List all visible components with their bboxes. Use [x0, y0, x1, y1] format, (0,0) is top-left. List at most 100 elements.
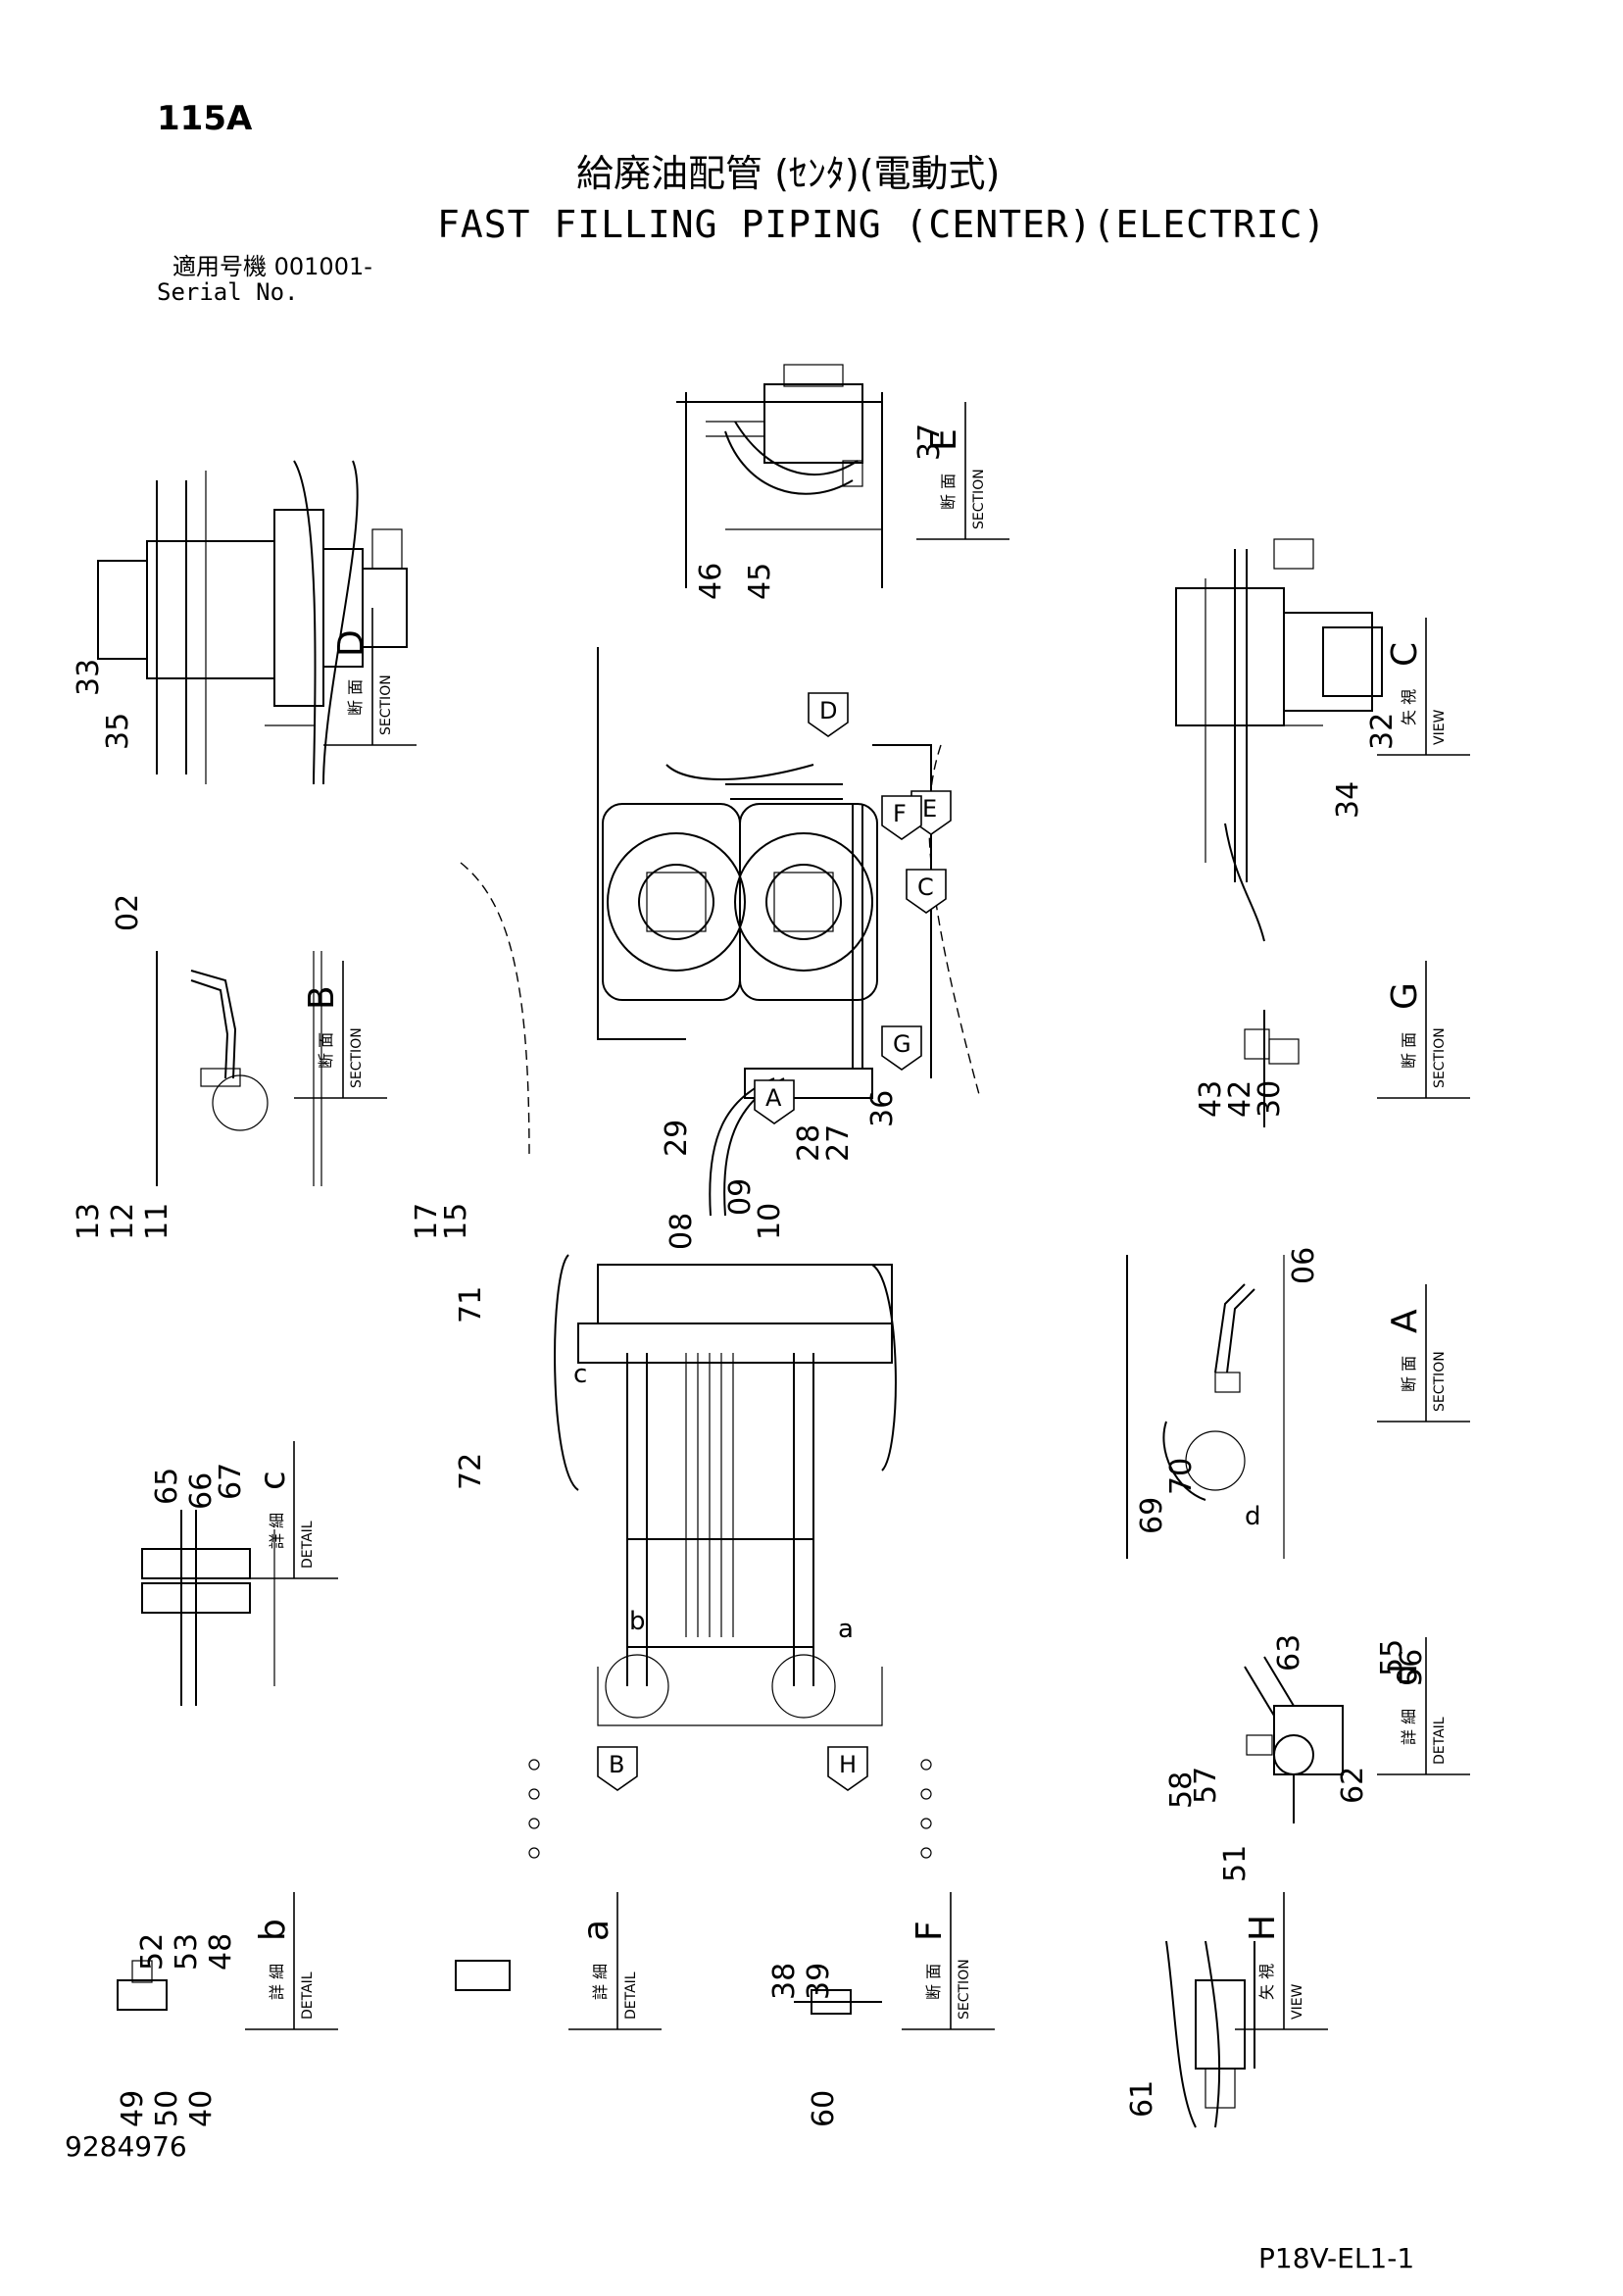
- part-callout: 29: [660, 1120, 694, 1157]
- view-kind-japanese: 断 面: [1400, 1356, 1418, 1392]
- view-letter: C: [1385, 642, 1425, 667]
- section-e-drawing: [676, 364, 883, 588]
- view-label-D: 断 面 SECTION D: [323, 608, 417, 746]
- view-kind-japanese: 詳 細: [268, 1513, 286, 1549]
- view-kind-english: DETAIL: [300, 1972, 316, 2020]
- detail-a-drawing: [455, 1960, 511, 1991]
- view-c-drawing: [1175, 538, 1383, 942]
- part-callout: 34: [1331, 781, 1365, 819]
- arrow-marker-letter: B: [609, 1751, 624, 1778]
- part-callout: 71: [454, 1286, 488, 1323]
- view-kind-japanese: 断 面: [924, 1964, 943, 2000]
- view-kind-japanese: 詳 細: [1400, 1709, 1418, 1745]
- view-letter: D: [331, 629, 371, 657]
- view-kind-japanese: 矢 視: [1257, 1964, 1276, 2000]
- sheet-id: P18V-EL1-1: [1258, 2242, 1415, 2274]
- part-callout: 66: [184, 1472, 219, 1510]
- view-kind-japanese: 矢 視: [1400, 689, 1418, 725]
- view-kind-japanese: 断 面: [346, 679, 365, 716]
- view-letter: E: [924, 428, 964, 451]
- arrow-marker-letter: G: [893, 1030, 911, 1058]
- part-callout: 35: [101, 713, 135, 750]
- part-callout: 08: [664, 1213, 699, 1250]
- part-callout: 27: [821, 1124, 856, 1162]
- part-callout: 17: [410, 1203, 444, 1240]
- view-kind-japanese: 断 面: [939, 474, 958, 510]
- part-callout: 51: [1218, 1845, 1253, 1882]
- view-kind-english: SECTION: [378, 674, 394, 735]
- arrow-marker-letter: F: [893, 800, 907, 827]
- arrow-marker-A: A: [754, 1079, 795, 1124]
- view-kind-english: SECTION: [1432, 1351, 1448, 1412]
- view-letter: d: [1385, 1664, 1425, 1686]
- view-kind-japanese: 断 面: [1400, 1032, 1418, 1069]
- detail-marker-b: b: [629, 1607, 646, 1636]
- part-callout: 06: [1287, 1247, 1321, 1284]
- view-label-C: 矢 視 VIEW C: [1377, 618, 1470, 756]
- part-callout: 38: [767, 1963, 802, 2000]
- arrow-marker-letter: E: [922, 795, 937, 823]
- serial-label-english: Serial No.: [157, 278, 299, 306]
- part-callout: 11: [140, 1203, 174, 1240]
- part-callout: 52: [135, 1933, 170, 1971]
- section-g-drawing: [1244, 1010, 1300, 1127]
- arrow-marker-G: G: [881, 1025, 922, 1071]
- part-callout: 40: [184, 2090, 219, 2127]
- part-callout: 55: [1375, 1639, 1409, 1676]
- document-number: 9284976: [65, 2130, 187, 2163]
- page-number: 115A: [157, 99, 253, 138]
- detail-c-drawing: [141, 1510, 275, 1706]
- view-kind-english: VIEW: [1432, 709, 1448, 745]
- view-kind-english: SECTION: [1432, 1027, 1448, 1088]
- part-callout: 46: [694, 563, 728, 600]
- view-letter: b: [253, 1919, 293, 1941]
- arrow-marker-F: F: [881, 795, 922, 840]
- title-english: FAST FILLING PIPING (CENTER)(ELECTRIC): [437, 203, 1327, 246]
- view-kind-english: DETAIL: [300, 1521, 316, 1569]
- part-callout: 43: [1194, 1080, 1228, 1118]
- detail-marker-a: a: [838, 1615, 854, 1644]
- part-callout: 13: [72, 1203, 106, 1240]
- part-callout: 53: [170, 1933, 204, 1971]
- serial-label-japanese: 適用号機 001001-: [172, 253, 372, 280]
- part-callout: 12: [106, 1203, 140, 1240]
- part-callout: 42: [1223, 1080, 1257, 1118]
- detail-marker-d: d: [1245, 1502, 1261, 1531]
- part-callout: 65: [150, 1468, 184, 1505]
- view-h-drawing: [1165, 1940, 1255, 2128]
- part-callout: 67: [214, 1463, 248, 1500]
- part-callout: 36: [865, 1090, 900, 1127]
- view-letter: F: [910, 1921, 950, 1941]
- arrow-marker-H: H: [827, 1746, 868, 1791]
- view-letter: B: [302, 985, 342, 1010]
- part-callout: 63: [1272, 1634, 1306, 1672]
- part-callout: 09: [723, 1178, 758, 1216]
- part-callout: 61: [1125, 2080, 1159, 2118]
- part-callout: 15: [439, 1203, 473, 1240]
- part-callout: 02: [111, 894, 145, 931]
- detail-d-drawing: [1244, 1656, 1344, 1823]
- view-letter: H: [1243, 1915, 1283, 1941]
- view-kind-japanese: 断 面: [317, 1032, 335, 1069]
- part-callout: 39: [802, 1963, 836, 2000]
- arrow-marker-letter: H: [839, 1751, 857, 1778]
- arrow-marker-D: D: [808, 692, 849, 737]
- part-callout: 10: [753, 1203, 787, 1240]
- view-kind-english: SECTION: [349, 1027, 365, 1088]
- part-callout: 30: [1253, 1080, 1287, 1118]
- view-label-B: 断 面 SECTION B: [294, 961, 387, 1099]
- part-callout: 62: [1336, 1767, 1370, 1804]
- view-letter: a: [576, 1920, 616, 1941]
- part-callout: 58: [1164, 1772, 1199, 1809]
- central-plan-drawing: [460, 647, 981, 1859]
- title-japanese: 給廃油配管 (ｾﾝﾀ)(電動式): [576, 152, 1001, 195]
- part-callout: 45: [743, 563, 777, 600]
- part-callout: 57: [1189, 1767, 1223, 1804]
